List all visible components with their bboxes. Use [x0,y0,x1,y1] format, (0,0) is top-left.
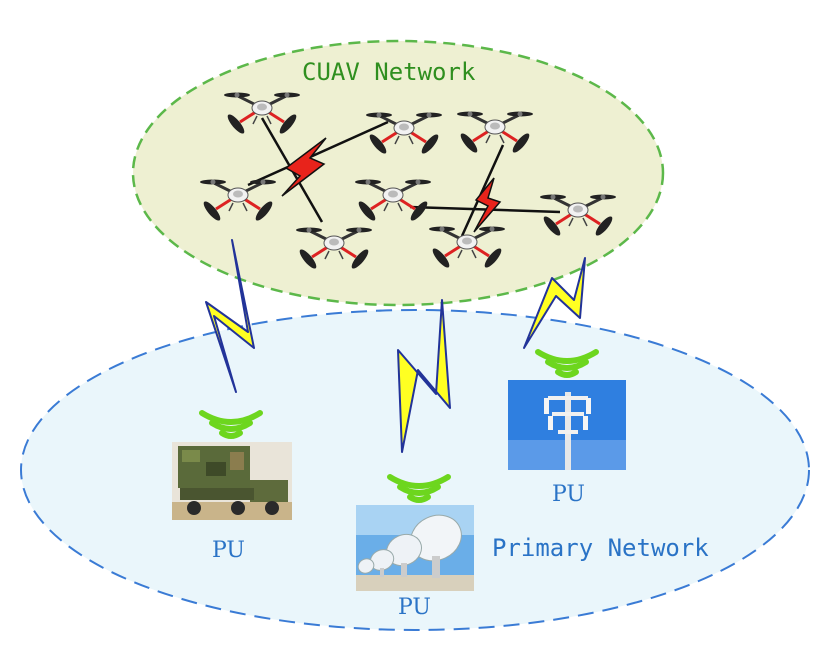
pu-label-tower: PU [552,482,585,507]
cuav-network-label: CUAV Network [302,58,476,86]
cell-tower-image [508,380,626,470]
radar-truck-image [172,442,292,520]
yellow-bolt-dish [397,299,451,453]
pu-label-radar: PU [212,538,245,563]
pu-label-dish: PU [398,595,431,620]
primary-network-label: Primary Network [492,534,709,562]
yellow-bolt-tower [523,257,586,349]
red-bolt-right [473,177,502,233]
red-bolt-left [281,137,327,197]
yellow-bolt-radar [205,239,255,393]
satellite-dish-image [356,505,474,591]
